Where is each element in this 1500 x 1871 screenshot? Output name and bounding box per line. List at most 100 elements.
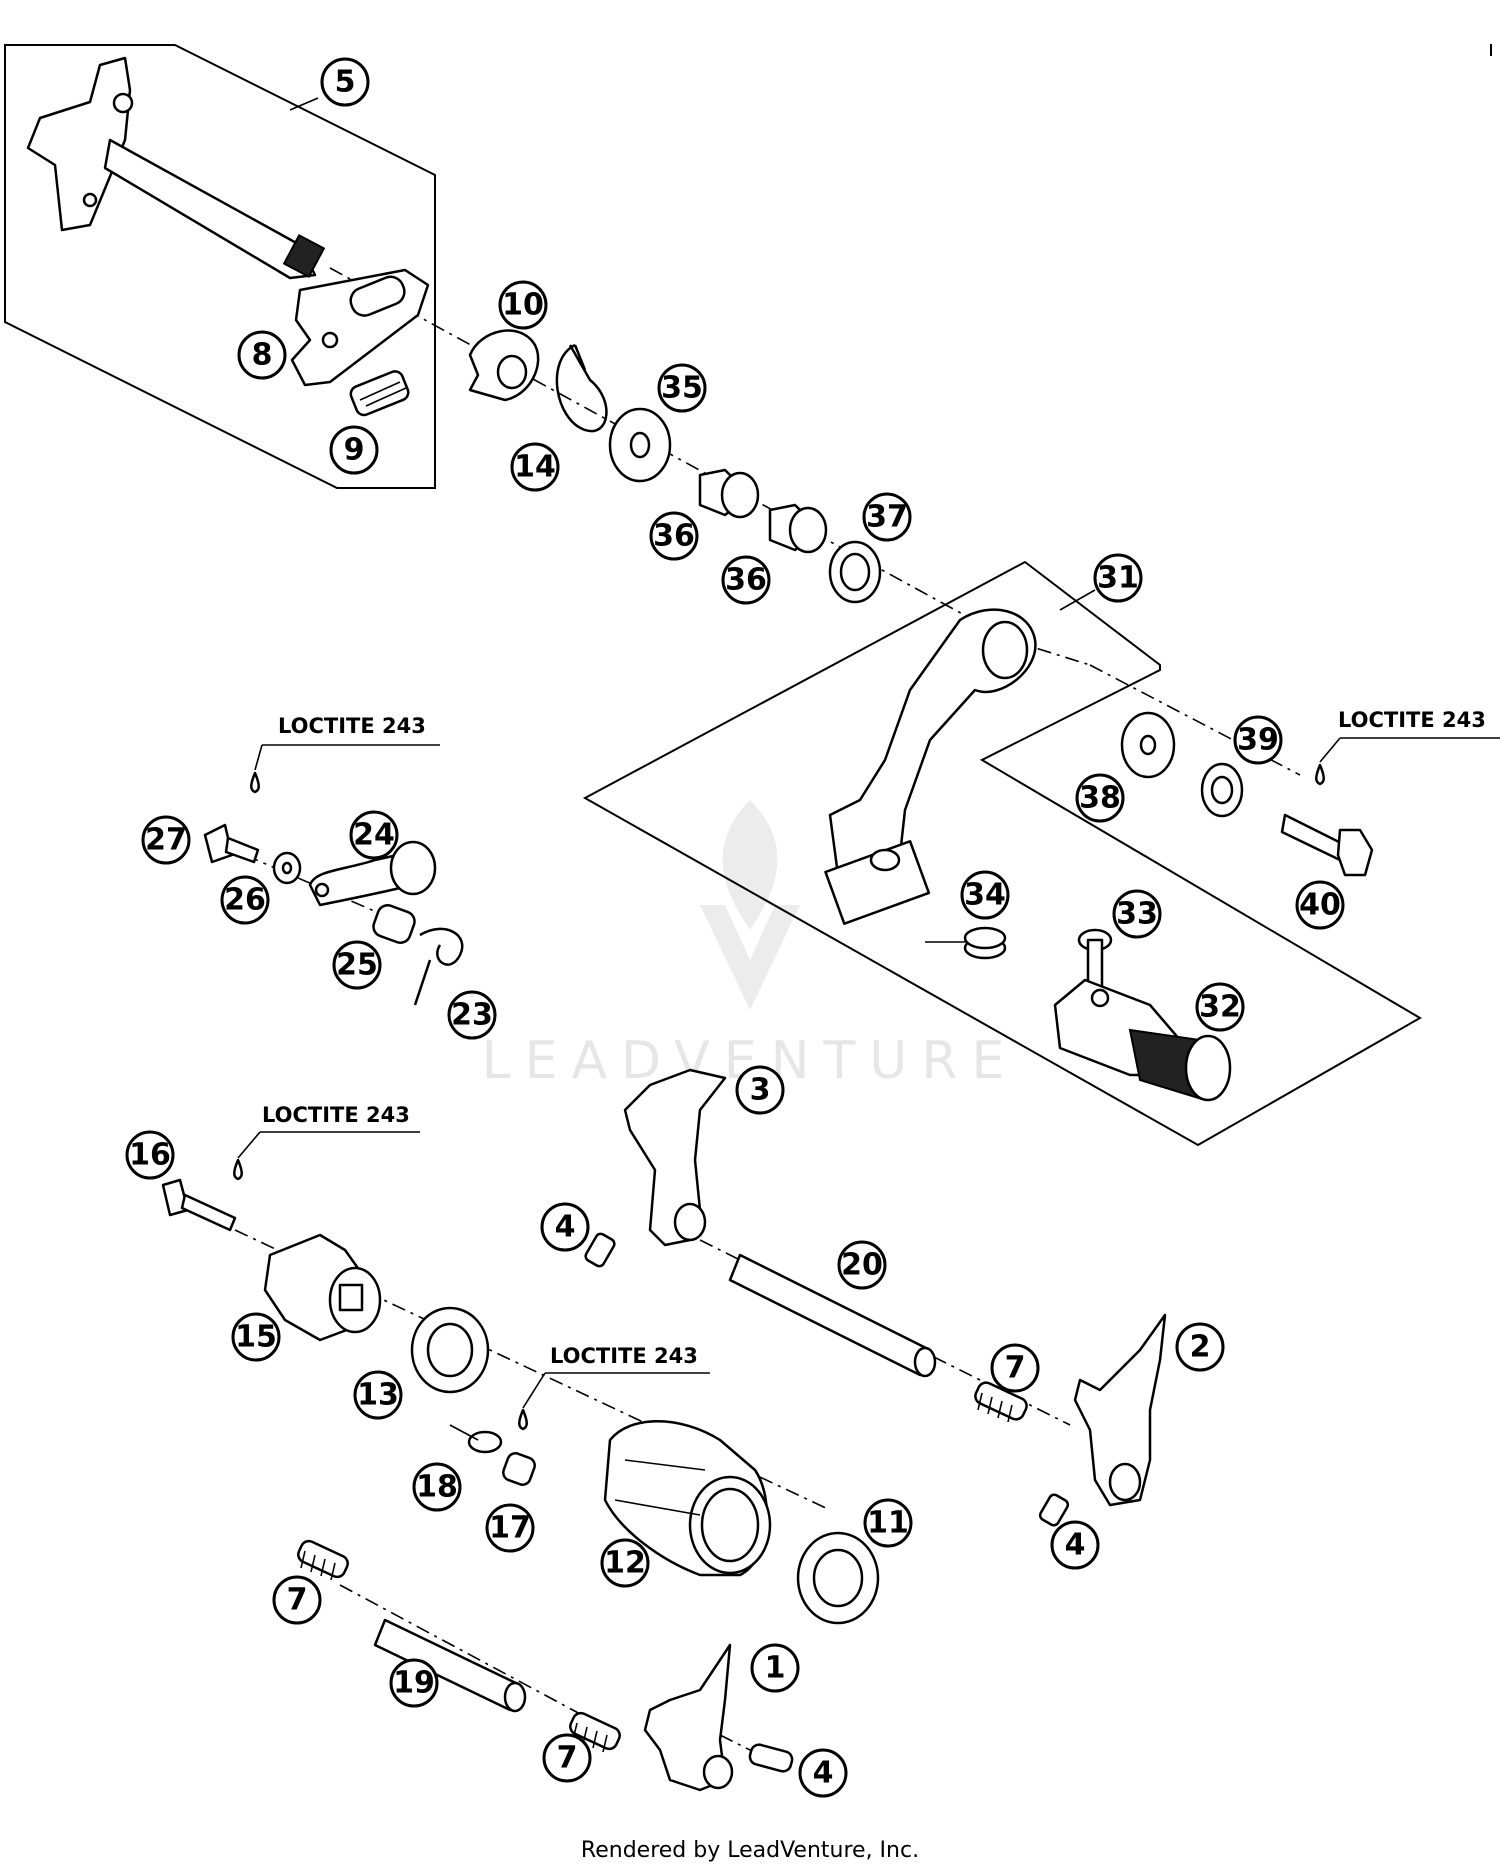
- loctite-note-2: LOCTITE 243: [262, 1103, 410, 1127]
- svg-text:26: 26: [224, 883, 266, 918]
- part-4-pin-a: [584, 1232, 616, 1268]
- watermark: LEADVENTURE: [482, 800, 1004, 1091]
- callout-5: 5: [320, 57, 370, 107]
- callout-38: 38: [1075, 773, 1125, 823]
- svg-text:32: 32: [1199, 990, 1241, 1025]
- svg-text:17: 17: [489, 1511, 531, 1546]
- callout-2: 2: [1175, 1322, 1225, 1372]
- part-15-cam: [263, 1233, 382, 1342]
- callout-9: 9: [329, 425, 379, 475]
- svg-text:24: 24: [353, 818, 395, 853]
- footer-credit: Rendered by LeadVenture, Inc.: [580, 1838, 920, 1863]
- part-25-roller: [372, 904, 416, 944]
- part-19-rod: [373, 1618, 527, 1713]
- callout-18: 18: [412, 1462, 462, 1512]
- leader-lines: [289, 97, 1096, 611]
- callout-7a: 7: [990, 1343, 1040, 1393]
- shift-lever: [824, 608, 1037, 925]
- svg-text:3: 3: [750, 1073, 771, 1108]
- callout-8: 8: [237, 330, 287, 380]
- svg-text:7: 7: [557, 1741, 578, 1776]
- callout-34: 34: [960, 870, 1010, 920]
- svg-text:12: 12: [604, 1546, 646, 1581]
- svg-text:14: 14: [514, 450, 556, 485]
- svg-text:34: 34: [964, 878, 1006, 913]
- part-14-spring: [555, 343, 608, 433]
- callout-32: 32: [1195, 982, 1245, 1032]
- callout-25: 25: [332, 940, 382, 990]
- callout-19: 19: [389, 1658, 439, 1708]
- part-38-washer: [1120, 711, 1176, 779]
- loctite-note-1: LOCTITE 243: [278, 714, 426, 738]
- svg-text:23: 23: [451, 998, 493, 1033]
- svg-text:16: 16: [129, 1138, 171, 1173]
- callouts: 5 8 9 10 14 35 36 36 37 31 39 38 40 34 3…: [125, 57, 1345, 1798]
- loctite-drop-4: [1315, 737, 1500, 786]
- svg-text:11: 11: [867, 1506, 909, 1541]
- svg-text:4: 4: [813, 1756, 834, 1791]
- part-39-lockwasher: [1200, 762, 1244, 818]
- svg-text:2: 2: [1190, 1330, 1211, 1365]
- callout-27: 27: [141, 815, 191, 865]
- part-4-pin-b: [1038, 1493, 1070, 1527]
- corner-mark: [1490, 44, 1492, 56]
- callout-23: 23: [447, 990, 497, 1040]
- svg-text:10: 10: [502, 288, 544, 323]
- shift-plate: [290, 268, 430, 387]
- callout-1: 1: [750, 1643, 800, 1693]
- svg-text:4: 4: [555, 1210, 576, 1245]
- fork-1: [643, 1643, 734, 1792]
- part-34-spring: [925, 926, 1007, 960]
- callout-35: 35: [657, 363, 707, 413]
- part-7-spring-c: [569, 1711, 621, 1753]
- part-17-bolt: [502, 1452, 536, 1486]
- svg-text:36: 36: [725, 563, 767, 598]
- part-7-spring-a: [974, 1381, 1028, 1423]
- callout-17: 17: [485, 1503, 535, 1553]
- shift-shaft: [26, 56, 326, 280]
- svg-text:25: 25: [336, 948, 378, 983]
- callout-39: 39: [1233, 715, 1283, 765]
- part-20-rod: [728, 1253, 937, 1378]
- svg-text:1: 1: [765, 1651, 786, 1686]
- callout-4b: 4: [1050, 1520, 1100, 1570]
- svg-text:13: 13: [357, 1378, 399, 1413]
- fork-3: [623, 1068, 727, 1247]
- callout-4c: 4: [798, 1748, 848, 1798]
- svg-text:19: 19: [393, 1666, 435, 1701]
- part-18-washer: [449, 1424, 503, 1454]
- shift-shaft-group-frame: [4, 44, 436, 489]
- callout-16: 16: [125, 1130, 175, 1180]
- callout-12: 12: [600, 1538, 650, 1588]
- callout-10: 10: [498, 280, 548, 330]
- callout-33: 33: [1112, 889, 1162, 939]
- part-36-bushing-b: [768, 503, 828, 554]
- callout-13: 13: [353, 1370, 403, 1420]
- loctite-note-4: LOCTITE 243: [1338, 708, 1486, 732]
- part-24-lever: [308, 840, 437, 907]
- svg-text:20: 20: [841, 1248, 883, 1283]
- part-40-bolt: [1280, 813, 1374, 877]
- callout-40: 40: [1295, 880, 1345, 930]
- loctite-drop-1: [250, 744, 440, 794]
- part-26-washer: [272, 851, 302, 885]
- svg-text:27: 27: [145, 823, 187, 858]
- part-36-bushing-a: [698, 468, 760, 519]
- svg-text:36: 36: [653, 519, 695, 554]
- group-frames: [4, 44, 1422, 1147]
- svg-text:40: 40: [1299, 888, 1341, 923]
- callout-4a: 4: [540, 1202, 590, 1252]
- svg-text:4: 4: [1065, 1528, 1086, 1563]
- part-16-bolt: [161, 1178, 237, 1232]
- svg-text:5: 5: [335, 65, 356, 100]
- svg-text:35: 35: [661, 371, 703, 406]
- loctite-note-3: LOCTITE 243: [550, 1344, 698, 1368]
- fork-2: [1073, 1313, 1167, 1507]
- svg-text:33: 33: [1116, 897, 1158, 932]
- svg-text:8: 8: [252, 338, 273, 373]
- callout-36a: 36: [649, 511, 699, 561]
- svg-text:15: 15: [235, 1320, 277, 1355]
- svg-text:7: 7: [287, 1583, 308, 1618]
- part-35-washer: [608, 407, 672, 483]
